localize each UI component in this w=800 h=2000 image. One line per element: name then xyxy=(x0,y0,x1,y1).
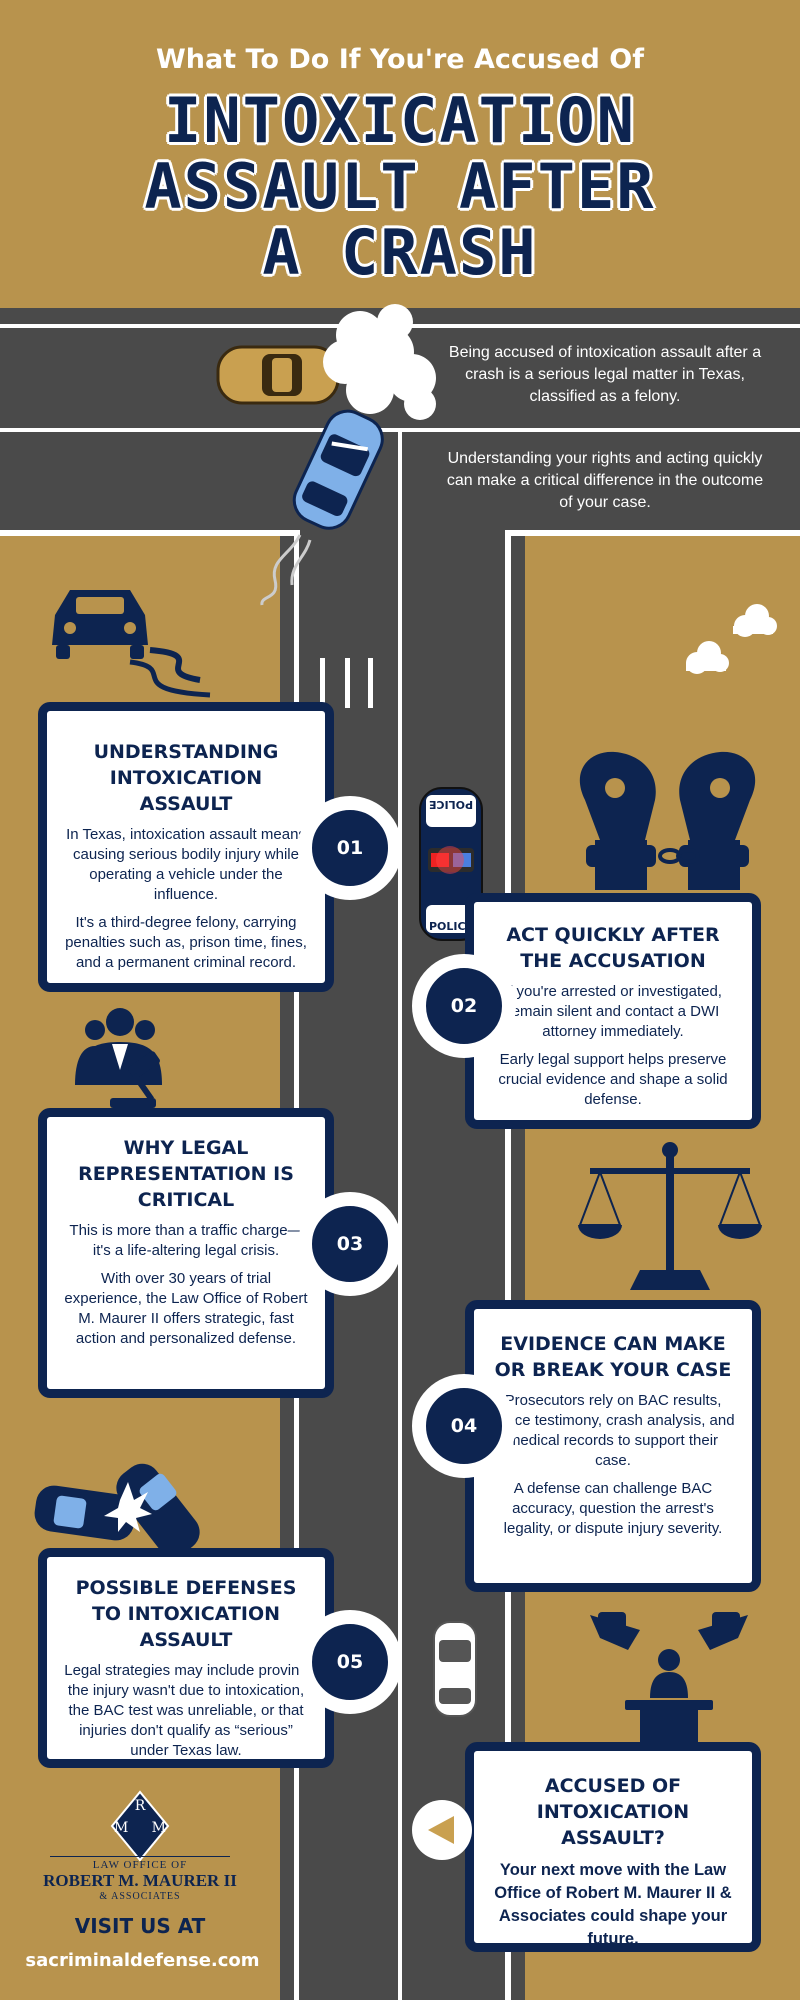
section-paragraph: If you're arrested or investigated, rema… xyxy=(504,983,722,1040)
handcuffs-icon xyxy=(579,751,756,890)
intro-paragraph-2: Understanding your rights and acting qui… xyxy=(446,450,764,511)
white-car-icon xyxy=(433,1621,477,1717)
section-number-badge: 02 xyxy=(412,954,516,1058)
section-paragraph: It's a third-degree felony, carrying pen… xyxy=(65,914,307,971)
police-car-top-text: POLICE xyxy=(428,798,474,811)
pointing-fingers-podium-icon xyxy=(590,1612,748,1742)
skid-mark-icon xyxy=(260,534,302,606)
law-office-logo-icon xyxy=(110,1790,170,1862)
section-card-05: Possible Defenses to Intoxication Assaul… xyxy=(38,1548,334,1768)
section-card-01: Understanding Intoxication Assault In Te… xyxy=(38,702,334,992)
section-paragraph: Prosecutors rely on BAC results, police … xyxy=(491,1392,735,1469)
logo-line-1: LAW OFFICE OF xyxy=(50,1856,230,1871)
header-title-line-2: Assault After xyxy=(144,150,656,223)
cloud-icon xyxy=(733,604,777,637)
section-paragraph: With over 30 years of trial experience, … xyxy=(64,1270,308,1347)
section-number-badge: 05 xyxy=(298,1610,402,1714)
cta-title: Accused of Intoxication Assault? xyxy=(536,1775,690,1849)
section-title: Act Quickly After the Accusation xyxy=(506,924,720,972)
logo-monogram-letter: M xyxy=(114,1820,129,1836)
section-number-badge: 04 xyxy=(412,1374,516,1478)
section-paragraph: Legal strategies may include proving the… xyxy=(64,1662,308,1759)
section-paragraph: A defense can challenge BAC accuracy, qu… xyxy=(503,1480,723,1537)
car-collision-icon xyxy=(34,1463,200,1557)
website-link[interactable]: sacriminaldefense.com xyxy=(25,1950,260,1971)
header-title-line-3: A Crash xyxy=(262,216,538,289)
cta-arrow-badge xyxy=(412,1800,472,1860)
header-title: Intoxication Assault After A Crash xyxy=(0,88,800,286)
logo-monogram-row: M M xyxy=(114,1820,166,1836)
cta-body: Your next move with the Law Office of Ro… xyxy=(494,1861,732,1948)
logo-monogram-letter: M xyxy=(151,1820,166,1836)
section-title: Why Legal Representation Is Critical xyxy=(78,1137,294,1211)
section-number-badge: 01 xyxy=(298,796,402,900)
section-title: Understanding Intoxication Assault xyxy=(93,741,279,815)
law-office-logo: LAW OFFICE OF ROBERT M. MAURER II & ASSO… xyxy=(40,1856,240,1902)
header-title-line-1: Intoxication xyxy=(164,84,636,157)
logo-monogram: R xyxy=(122,1798,158,1814)
smoke-cloud-icon xyxy=(323,304,436,420)
lawyer-gavel-icon xyxy=(75,1008,162,1108)
scales-of-justice-icon xyxy=(578,1142,762,1290)
section-paragraph: In Texas, intoxication assault means cau… xyxy=(66,826,306,903)
section-title: Possible Defenses to Intoxication Assaul… xyxy=(75,1577,297,1651)
blue-car-icon xyxy=(292,409,384,530)
section-number-badge: 03 xyxy=(298,1192,402,1296)
section-paragraph: This is more than a traffic charge—it's … xyxy=(69,1222,303,1259)
intro-paragraph-1: Being accused of intoxication assault af… xyxy=(448,344,762,405)
logo-monogram-letter: R xyxy=(134,1798,146,1814)
cloud-icon-2 xyxy=(686,641,729,674)
section-card-03: Why Legal Representation Is Critical Thi… xyxy=(38,1108,334,1398)
header-subtitle: What To Do If You're Accused Of xyxy=(156,44,644,75)
play-arrow-icon xyxy=(428,1816,454,1844)
section-card-04: Evidence Can Make or Break Your Case Pro… xyxy=(465,1300,761,1592)
gold-car-icon xyxy=(216,345,340,405)
police-car-bottom-text: POLICE xyxy=(428,920,474,933)
swerving-car-icon xyxy=(52,590,211,698)
logo-line-2: ROBERT M. MAURER II xyxy=(43,1871,237,1890)
logo-line-3: & ASSOCIATES xyxy=(99,1891,181,1902)
header xyxy=(0,0,800,308)
section-title: Evidence Can Make or Break Your Case xyxy=(494,1333,732,1381)
cta-card: Accused of Intoxication Assault? Your ne… xyxy=(465,1742,761,1952)
visit-us-label: VISIT US AT xyxy=(74,1914,206,1938)
section-paragraph: Early legal support helps preserve cruci… xyxy=(498,1051,728,1108)
